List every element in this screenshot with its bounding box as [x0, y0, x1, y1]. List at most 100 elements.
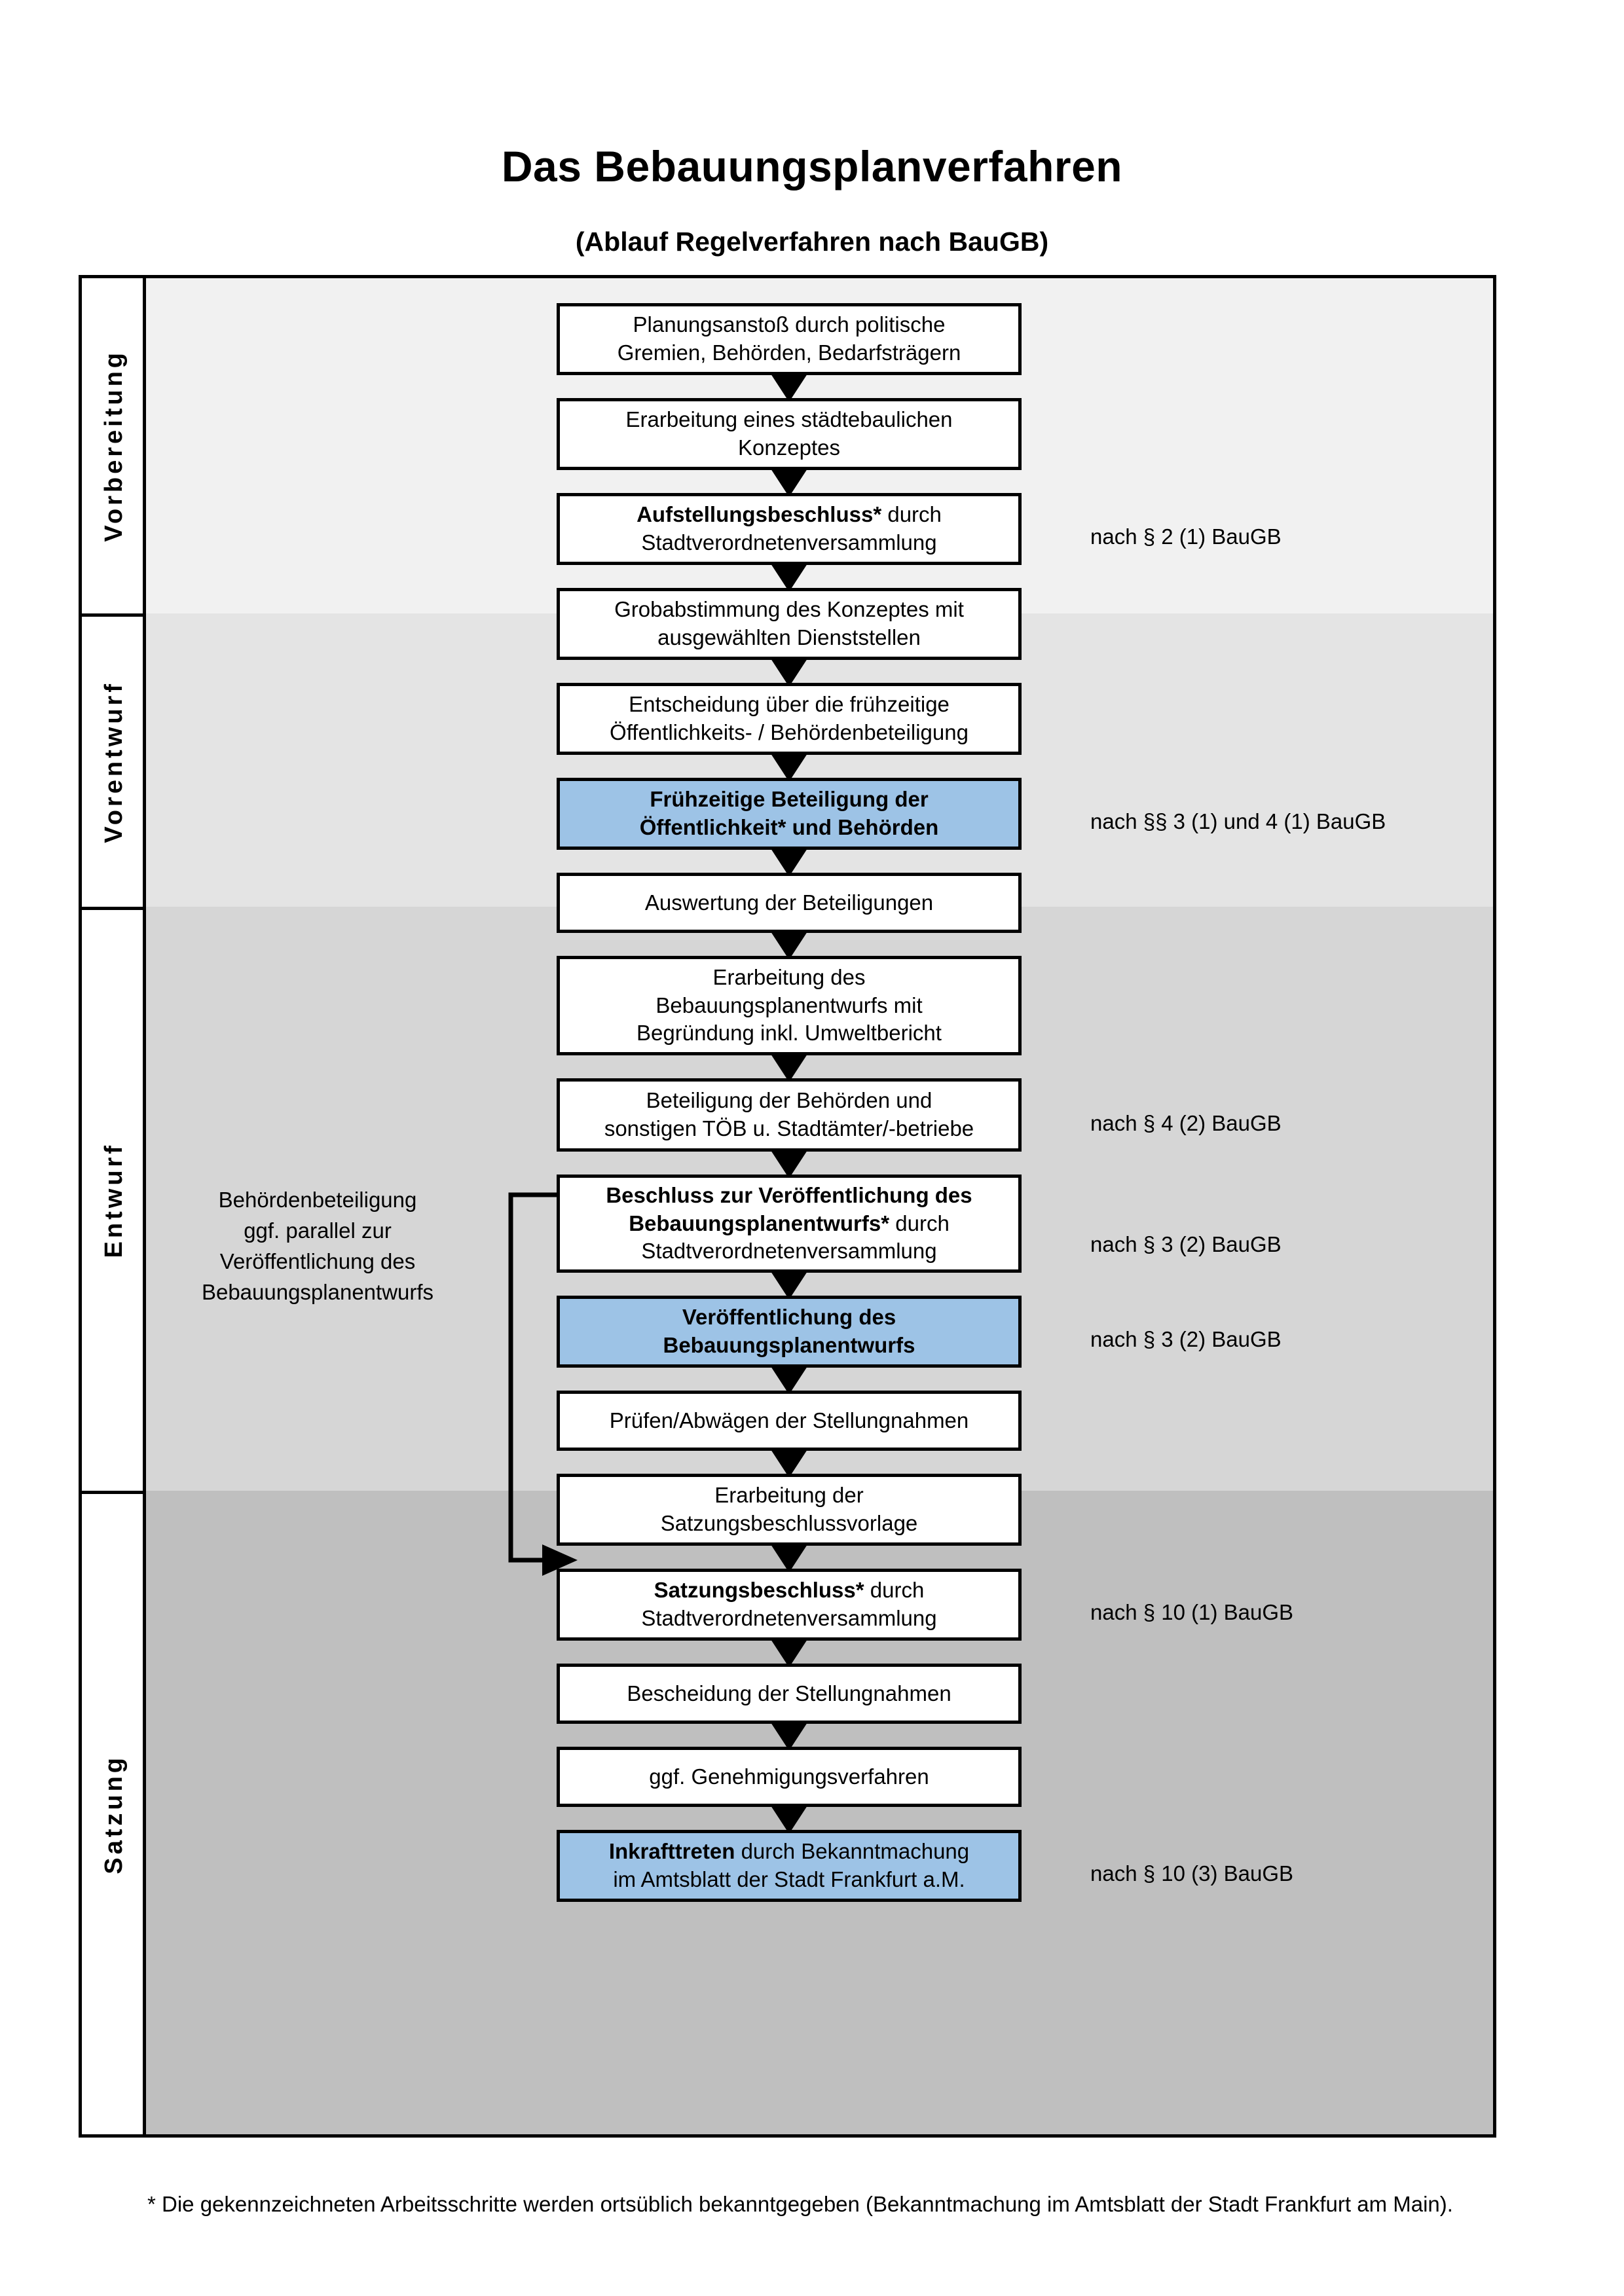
- flow-step-text: Begründung inkl. Umweltbericht: [637, 1021, 942, 1046]
- legal-annotation-step-6: nach §§ 3 (1) und 4 (1) BauGB: [1090, 809, 1386, 833]
- flow-step-text: Grobabstimmung des Konzeptes mit: [614, 597, 964, 622]
- flow-step-text: Planungsanstoß durch politische: [633, 312, 946, 337]
- flow-step-line: ggf. Genehmigungsverfahren: [566, 1763, 1012, 1791]
- flow-step-line: Prüfen/Abwägen der Stellungnahmen: [566, 1407, 1012, 1435]
- flow-step-text: ausgewählten Dienststellen: [657, 625, 921, 649]
- flow-step-7: Auswertung der Beteiligungen: [557, 873, 1022, 933]
- flow-step-line: Entscheidung über die frühzeitige: [566, 691, 1012, 719]
- flow-step-line: Stadtverordnetenversammlung: [566, 1605, 1012, 1633]
- flow-step-text: Beteiligung der Behörden und: [646, 1088, 932, 1113]
- flow-step-line: Aufstellungsbeschluss* durch: [566, 501, 1012, 529]
- page-title: Das Bebauungsplanverfahren: [501, 142, 1123, 191]
- phase-label-entwurf: Entwurf: [82, 907, 146, 1491]
- legal-annotation-step-9: nach § 4 (2) BauGB: [1090, 1111, 1282, 1135]
- flow-step-text-suffix: durch: [881, 502, 942, 527]
- flow-step-16: ggf. Genehmigungsverfahren: [557, 1747, 1022, 1807]
- legal-annotation-step-17: nach § 10 (3) BauGB: [1090, 1861, 1294, 1886]
- flow-step-text: Bebauungsplanentwurfs*: [629, 1211, 890, 1235]
- flow-step-text: Stadtverordnetenversammlung: [641, 530, 937, 555]
- flow-step-line: Konzeptes: [566, 434, 1012, 462]
- flow-step-line: Öffentlichkeit* und Behörden: [566, 814, 1012, 842]
- flow-step-line: Stadtverordnetenversammlung: [566, 529, 1012, 557]
- flow-step-15: Bescheidung der Stellungnahmen: [557, 1664, 1022, 1724]
- flow-step-line: Satzungsbeschlussvorlage: [566, 1510, 1012, 1538]
- flow-step-text: sonstigen TÖB u. Stadtämter/-betriebe: [604, 1116, 974, 1140]
- phase-label-satzung: Satzung: [82, 1491, 146, 2134]
- flow-step-line: sonstigen TÖB u. Stadtämter/-betriebe: [566, 1115, 1012, 1143]
- flow-step-text: Inkrafttreten: [608, 1839, 735, 1864]
- flow-step-line: Grobabstimmung des Konzeptes mit: [566, 596, 1012, 624]
- flow-step-text: Öffentlichkeits- / Behördenbeteiligung: [610, 720, 969, 744]
- flow-step-line: Bebauungsplanentwurfs* durch: [566, 1210, 1012, 1238]
- phase-label-vorentwurf: Vorentwurf: [82, 613, 146, 907]
- side-note-line: ggf. parallel zur: [244, 1218, 392, 1243]
- footnote: * Die gekennzeichneten Arbeitsschritte w…: [147, 2192, 1453, 2216]
- flow-step-line: Frühzeitige Beteiligung der: [566, 786, 1012, 814]
- side-note-line: Behördenbeteiligung: [218, 1188, 417, 1212]
- flow-step-line: Beschluss zur Veröffentlichung des: [566, 1182, 1012, 1210]
- flow-step-line: Bebauungsplanentwurfs: [566, 1332, 1012, 1360]
- flow-step-line: Öffentlichkeits- / Behördenbeteiligung: [566, 719, 1012, 747]
- flow-step-text: ggf. Genehmigungsverfahren: [649, 1764, 929, 1789]
- flow-step-text: im Amtsblatt der Stadt Frankfurt a.M.: [613, 1867, 965, 1891]
- phase-label-vorbereitung: Vorbereitung: [82, 278, 146, 613]
- flow-step-text: Erarbeitung des: [712, 964, 866, 989]
- flow-step-line: Auswertung der Beteiligungen: [566, 889, 1012, 917]
- flow-step-text: Bescheidung der Stellungnahmen: [627, 1681, 951, 1705]
- legal-annotation-step-10: nach § 3 (2) BauGB: [1090, 1232, 1282, 1256]
- page-subtitle: (Ablauf Regelverfahren nach BauGB): [575, 227, 1049, 257]
- flow-step-text: Beschluss zur Veröffentlichung des: [606, 1182, 972, 1207]
- legal-annotation-step-14: nach § 10 (1) BauGB: [1090, 1600, 1294, 1624]
- flow-step-line: Erarbeitung des: [566, 964, 1012, 992]
- flow-step-line: im Amtsblatt der Stadt Frankfurt a.M.: [566, 1866, 1012, 1894]
- flow-step-text: Konzeptes: [738, 435, 840, 460]
- flow-step-text-suffix: durch Bekanntmachung: [735, 1839, 970, 1864]
- flow-step-text: Gremien, Behörden, Bedarfsträgern: [617, 340, 961, 365]
- flow-step-line: Erarbeitung eines städtebaulichen: [566, 406, 1012, 434]
- flow-step-text: Bebauungsplanentwurfs: [663, 1333, 915, 1357]
- legal-annotation-step-11: nach § 3 (2) BauGB: [1090, 1327, 1282, 1351]
- flow-step-line: Bebauungsplanentwurfs mit: [566, 992, 1012, 1020]
- flow-step-text: Öffentlichkeit* und Behörden: [639, 815, 939, 839]
- flow-step-text-suffix: durch: [864, 1578, 925, 1603]
- flow-step-line: ausgewählten Dienststellen: [566, 624, 1012, 652]
- side-note-line: Veröffentlichung des: [219, 1248, 416, 1273]
- flow-step-text: Auswertung der Beteiligungen: [644, 890, 934, 915]
- flow-step-text: Erarbeitung eines städtebaulichen: [625, 407, 953, 432]
- flow-step-line: Erarbeitung der: [566, 1482, 1012, 1510]
- flow-step-text: Stadtverordnetenversammlung: [641, 1606, 937, 1630]
- flow-step-text: Frühzeitige Beteiligung der: [650, 787, 929, 812]
- flow-step-text: Stadtverordnetenversammlung: [641, 1239, 937, 1264]
- flow-step-line: Inkrafttreten durch Bekanntmachung: [566, 1838, 1012, 1866]
- legal-annotation-step-3: nach § 2 (1) BauGB: [1090, 524, 1282, 549]
- flow-step-text: Veröffentlichung des: [682, 1305, 896, 1330]
- flow-step-text: Entscheidung über die frühzeitige: [629, 692, 950, 717]
- flow-step-text: Aufstellungsbeschluss*: [637, 502, 882, 527]
- phase-band-vorentwurf: [146, 613, 1493, 907]
- flow-step-line: Beteiligung der Behörden und: [566, 1087, 1012, 1115]
- phase-label-text: Entwurf: [100, 1142, 128, 1258]
- flow-step-text: Satzungsbeschluss*: [654, 1578, 864, 1603]
- flow-step-text: Satzungsbeschlussvorlage: [660, 1511, 918, 1535]
- flow-step-text: Prüfen/Abwägen der Stellungnahmen: [609, 1408, 969, 1432]
- flow-step-4: Grobabstimmung des Konzeptes mit ausgewäh…: [557, 588, 1022, 660]
- flow-step-12: Prüfen/Abwägen der Stellungnahmen: [557, 1391, 1022, 1451]
- flow-step-text-suffix: durch: [889, 1211, 950, 1235]
- phase-label-text: Vorbereitung: [100, 350, 128, 542]
- flow-step-9: Beteiligung der Behörden und sonstigen TÖ…: [557, 1078, 1022, 1152]
- flow-step-text: Bebauungsplanentwurfs mit: [655, 993, 923, 1017]
- flow-step-line: Veröffentlichung des: [566, 1303, 1012, 1332]
- flow-step-line: Stadtverordnetenversammlung: [566, 1237, 1012, 1266]
